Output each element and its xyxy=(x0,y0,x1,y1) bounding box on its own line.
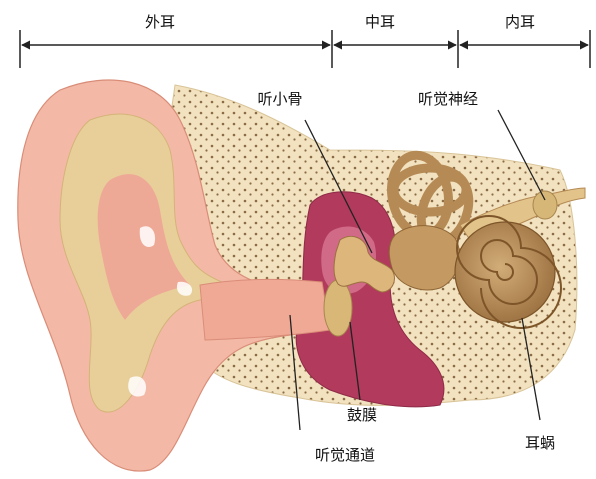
label-auditory-nerve: 听觉神经 xyxy=(418,90,478,108)
label-eardrum: 鼓膜 xyxy=(347,406,377,424)
label-cochlea: 耳蜗 xyxy=(525,434,555,452)
section-label-middle-ear: 中耳 xyxy=(365,13,395,31)
section-label-outer-ear: 外耳 xyxy=(145,13,175,31)
vestibule xyxy=(389,226,459,290)
label-ossicles: 听小骨 xyxy=(257,90,302,108)
ear-illustration xyxy=(18,80,585,471)
label-ear-canal: 听觉通道 xyxy=(315,446,375,464)
auditory-nerve-bulb xyxy=(533,191,557,219)
section-ruler: 外耳 中耳 内耳 xyxy=(20,13,590,68)
ear-canal xyxy=(200,279,330,340)
section-label-inner-ear: 内耳 xyxy=(505,13,535,31)
eardrum-shape xyxy=(324,280,352,336)
